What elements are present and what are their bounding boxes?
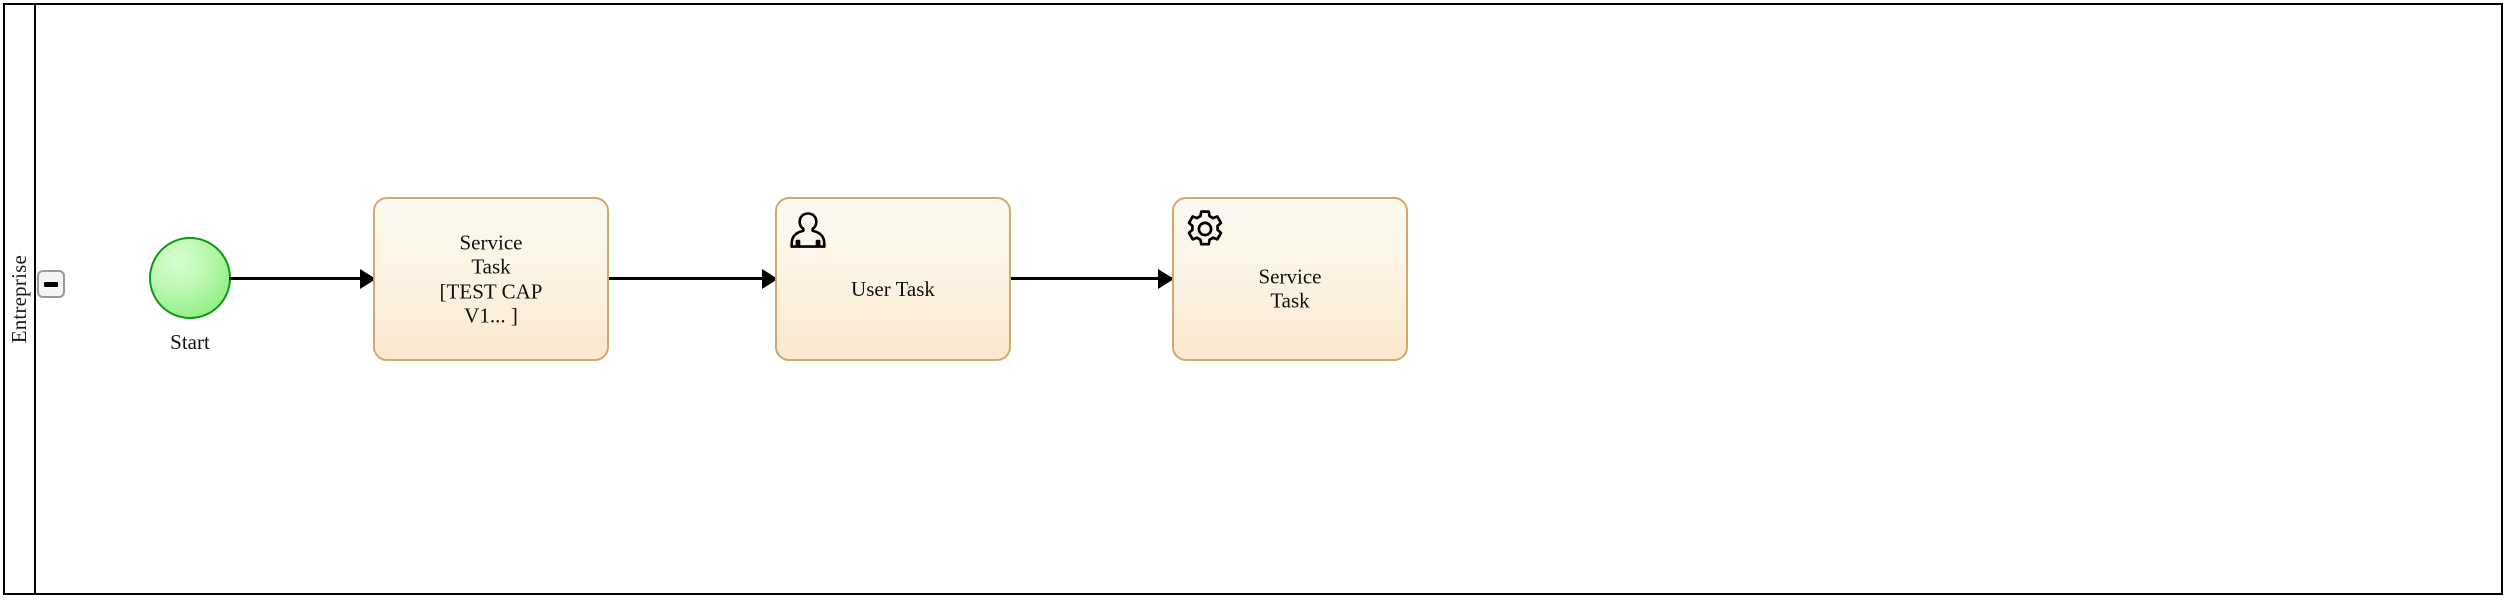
arrowhead-icon (360, 268, 376, 289)
task-service[interactable]: Service Task (1172, 197, 1408, 361)
task-label: User Task (851, 276, 935, 301)
start-event-label: Start (170, 330, 210, 354)
task-service-test-cap[interactable]: Service Task [TEST CAP V1... ] (373, 197, 609, 361)
pool-name-label: Entreprise (7, 254, 31, 344)
minus-icon (44, 281, 58, 287)
sequence-flow-task2-to-task3[interactable] (1011, 268, 1174, 289)
user-icon (788, 209, 828, 249)
task-user[interactable]: User Task (775, 197, 1011, 361)
sequence-flow-start-to-task1[interactable] (229, 268, 376, 289)
pool-header: Entreprise (5, 5, 36, 593)
start-event-circle (149, 237, 231, 319)
start-event[interactable] (149, 237, 231, 319)
task-label: Service Task [TEST CAP V1... ] (439, 230, 543, 328)
sequence-flow-task1-to-task2[interactable] (609, 268, 778, 289)
arrowhead-icon (762, 268, 778, 289)
pool-collapse-button[interactable] (37, 270, 65, 298)
arrowhead-icon (1158, 268, 1174, 289)
task-label: Service Task (1258, 264, 1322, 313)
gear-icon (1185, 209, 1225, 249)
